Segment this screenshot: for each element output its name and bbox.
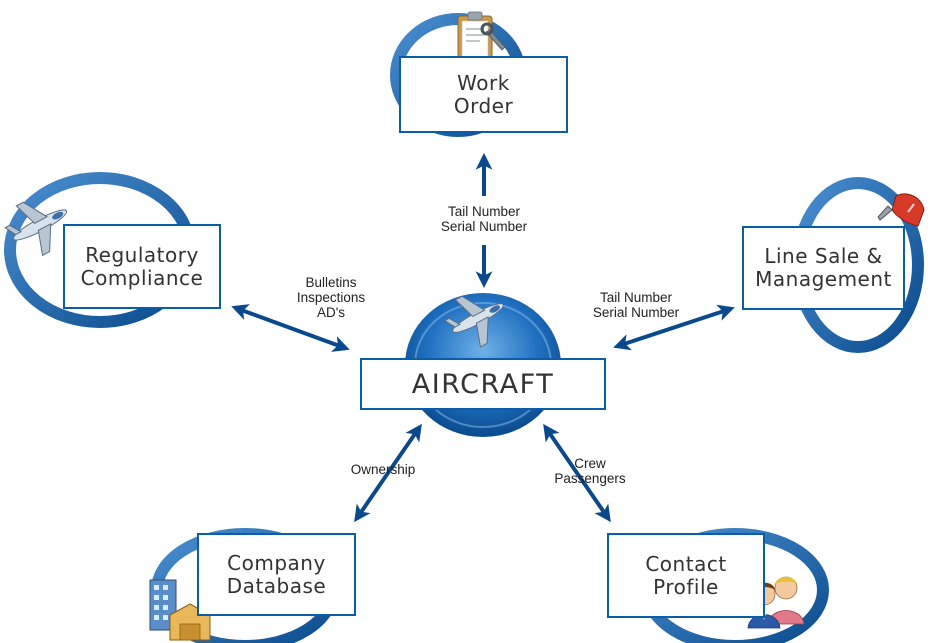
node-work-order-line1: Work (457, 70, 510, 95)
node-regulatory[interactable]: Regulatory Compliance (63, 224, 225, 313)
node-aircraft[interactable]: AIRCRAFT (360, 358, 610, 414)
node-line-sale-line1: Line Sale & (764, 244, 883, 268)
node-company-line1: Company (227, 550, 326, 575)
arrow-line-sale (613, 304, 735, 351)
edge-label-contact-line1: Crew (574, 456, 606, 471)
clipboard-wrench-icon (457, 11, 506, 63)
edge-label-work-order-line1: Tail Number (447, 204, 521, 219)
node-company-line2: Database (226, 573, 327, 598)
arrow-regulatory (231, 304, 350, 352)
node-work-order[interactable]: Work Order (399, 56, 572, 137)
node-contact-line2: Profile (653, 574, 719, 599)
node-work-order-line2: Order (453, 93, 514, 118)
edge-label-line-sale: Tail Number Serial Number (576, 290, 696, 320)
node-contact[interactable]: Contact Profile (607, 533, 769, 622)
node-regulatory-line2: Compliance (80, 265, 204, 290)
edge-label-work-order: Tail Number Serial Number (424, 204, 544, 234)
airplane-icon (4, 201, 68, 257)
node-aircraft-label: AIRCRAFT (411, 368, 555, 400)
edge-label-line-sale-line2: Serial Number (592, 305, 680, 320)
arrow-contact (543, 423, 611, 523)
edge-label-company: Ownership (338, 462, 428, 477)
node-contact-line1: Contact (645, 551, 727, 576)
edge-label-regulatory: Bulletins Inspections AD's (276, 275, 386, 320)
edge-label-company-line1: Ownership (350, 462, 416, 477)
arrow-company (354, 423, 422, 523)
node-line-sale-line2: Management (755, 267, 892, 291)
node-regulatory-line1: Regulatory (85, 242, 199, 267)
edge-label-contact: Crew Passengers (540, 456, 640, 486)
airplane-icon (443, 295, 504, 348)
edge-label-line-sale-line1: Tail Number (599, 290, 673, 305)
edge-label-regulatory-line2: Inspections (296, 290, 366, 305)
edge-label-contact-line2: Passengers (554, 471, 626, 486)
edge-label-regulatory-line3: AD's (316, 305, 346, 320)
edge-label-regulatory-line1: Bulletins (305, 275, 357, 290)
node-company[interactable]: Company Database (197, 533, 360, 620)
edge-label-work-order-line2: Serial Number (440, 219, 528, 234)
node-line-sale[interactable]: Line Sale & Management (742, 226, 909, 314)
